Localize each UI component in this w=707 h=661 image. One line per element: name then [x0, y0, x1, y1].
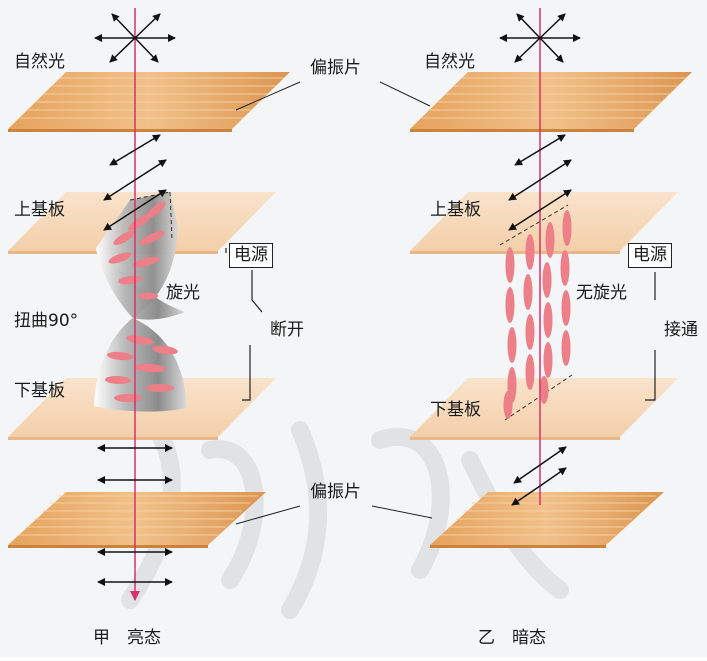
right-aligned-lc [499, 204, 573, 421]
left-top-polarizer [8, 72, 290, 132]
left-lower-substrate-label: 下基板 [14, 381, 65, 401]
left-natural-light-arrows [94, 13, 176, 63]
right-lower-substrate [410, 378, 678, 437]
bottom-polarizer-label: 偏振片 [310, 482, 361, 502]
left-power-box: 电源 [229, 243, 273, 268]
left-polarized-arrows-bottom [97, 444, 173, 586]
polarizer-pointers [235, 81, 433, 525]
right-circuit [645, 272, 656, 401]
right-polarized-arrows-top [508, 134, 572, 231]
right-natural-light-arrows [499, 13, 581, 63]
left-natural-light-label: 自然光 [14, 52, 65, 72]
twist-label: 扭曲90° [14, 311, 79, 331]
right-power-box: 电源 [628, 243, 672, 268]
switch-on-label: 接通 [664, 320, 698, 340]
rotated-light-label: 旋光 [166, 283, 200, 303]
right-polarized-arrows-bottom [511, 446, 567, 506]
left-twisted-lc [94, 191, 186, 412]
right-upper-substrate [410, 192, 678, 251]
right-bottom-polarizer [430, 492, 664, 548]
left-state-caption: 甲 亮态 [93, 628, 161, 648]
left-circuit [225, 248, 263, 401]
right-upper-substrate-label: 上基板 [430, 200, 481, 220]
left-bottom-polarizer [8, 492, 266, 548]
right-state-caption: 乙 暗态 [478, 628, 546, 648]
right-top-polarizer [410, 72, 692, 132]
switch-off-label: 断开 [270, 320, 304, 340]
right-lower-substrate-label: 下基板 [430, 400, 481, 420]
right-natural-light-label: 自然光 [424, 52, 475, 72]
no-rotation-label: 无旋光 [576, 283, 627, 303]
left-upper-substrate-label: 上基板 [14, 200, 65, 220]
left-polarized-arrows-top [103, 134, 167, 231]
top-polarizer-label: 偏振片 [310, 58, 361, 78]
